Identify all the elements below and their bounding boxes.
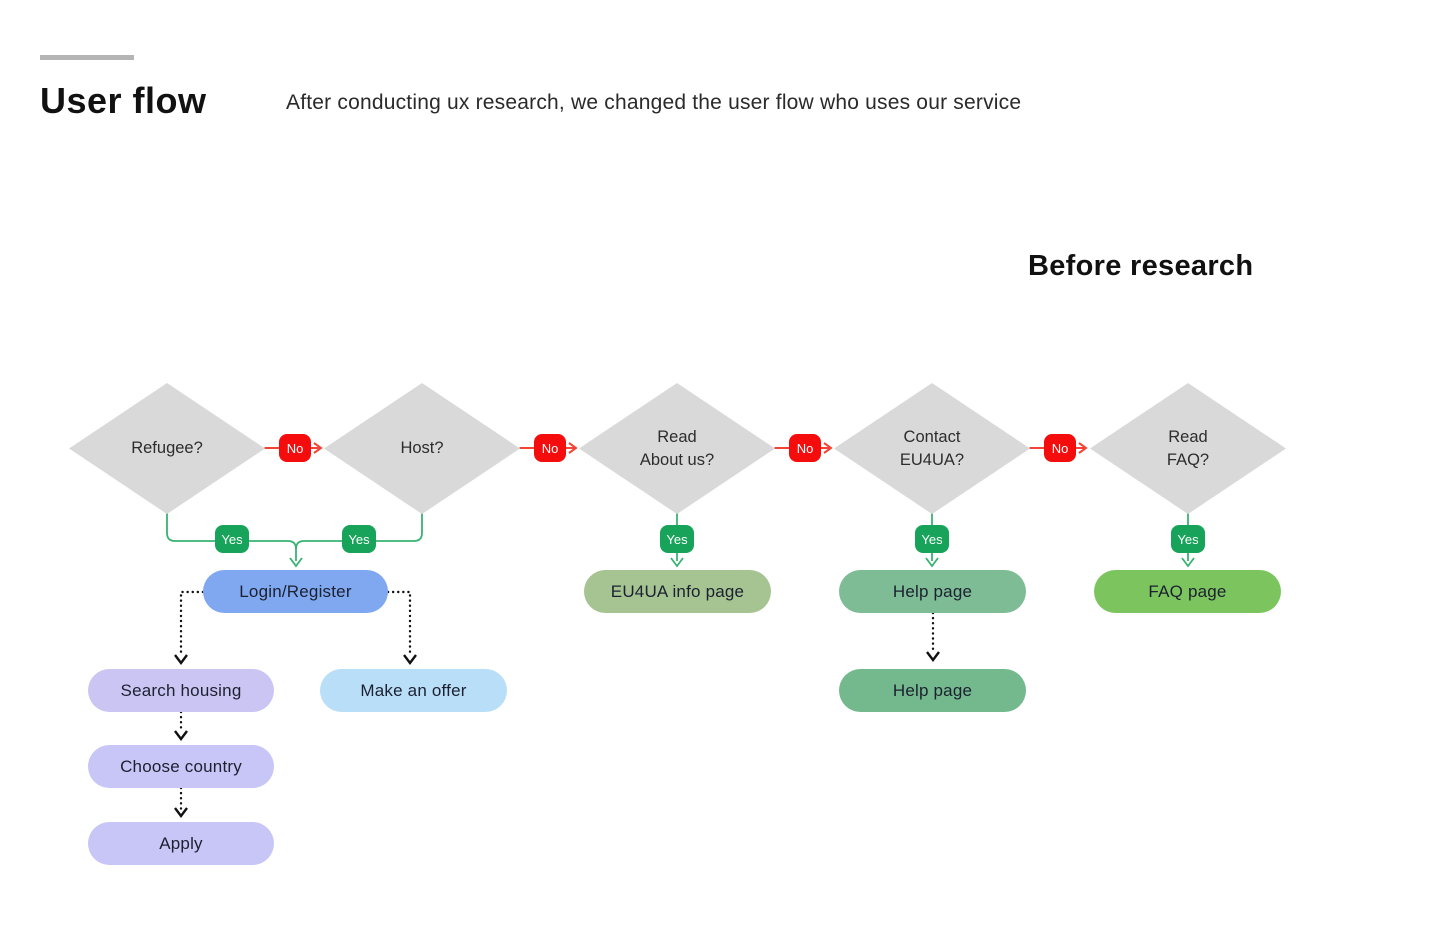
dotted-connector-login-search xyxy=(174,590,205,665)
no-badge: No xyxy=(1044,434,1076,462)
decision-label: Host? xyxy=(400,439,444,458)
node-choose-country: Choose country xyxy=(88,745,274,788)
dotted-connector-help-help xyxy=(926,611,940,662)
decision-label: Read About us? xyxy=(639,428,715,469)
page-subtitle: After conducting ux research, we changed… xyxy=(286,91,1022,114)
node-make-an-offer: Make an offer xyxy=(320,669,507,712)
yes-badge: Yes xyxy=(1171,525,1205,553)
no-badge: No xyxy=(279,434,311,462)
decision-label: Read FAQ? xyxy=(1166,428,1210,469)
decision-label: Contact EU4UA? xyxy=(899,428,965,469)
node-search-housing: Search housing xyxy=(88,669,274,712)
yes-badge: Yes xyxy=(342,525,376,553)
node-help-page-1: Help page xyxy=(839,570,1026,613)
yes-merge-connector xyxy=(166,513,423,568)
node-eu4ua-info-page: EU4UA info page xyxy=(584,570,771,613)
no-badge: No xyxy=(789,434,821,462)
yes-badge: Yes xyxy=(660,525,694,553)
no-badge: No xyxy=(534,434,566,462)
decision-label: Refugee? xyxy=(131,439,203,458)
dotted-connector-search-choose xyxy=(174,710,188,741)
yes-badge: Yes xyxy=(915,525,949,553)
dotted-connector-login-offer xyxy=(386,590,417,665)
accent-bar xyxy=(40,55,134,60)
node-faq-page: FAQ page xyxy=(1094,570,1281,613)
node-login-register: Login/Register xyxy=(203,570,388,613)
dotted-connector-choose-apply xyxy=(174,786,188,818)
page-title: User flow xyxy=(40,80,207,121)
yes-badge: Yes xyxy=(215,525,249,553)
node-apply: Apply xyxy=(88,822,274,865)
section-label-before-research: Before research xyxy=(1028,250,1254,282)
node-help-page-2: Help page xyxy=(839,669,1026,712)
